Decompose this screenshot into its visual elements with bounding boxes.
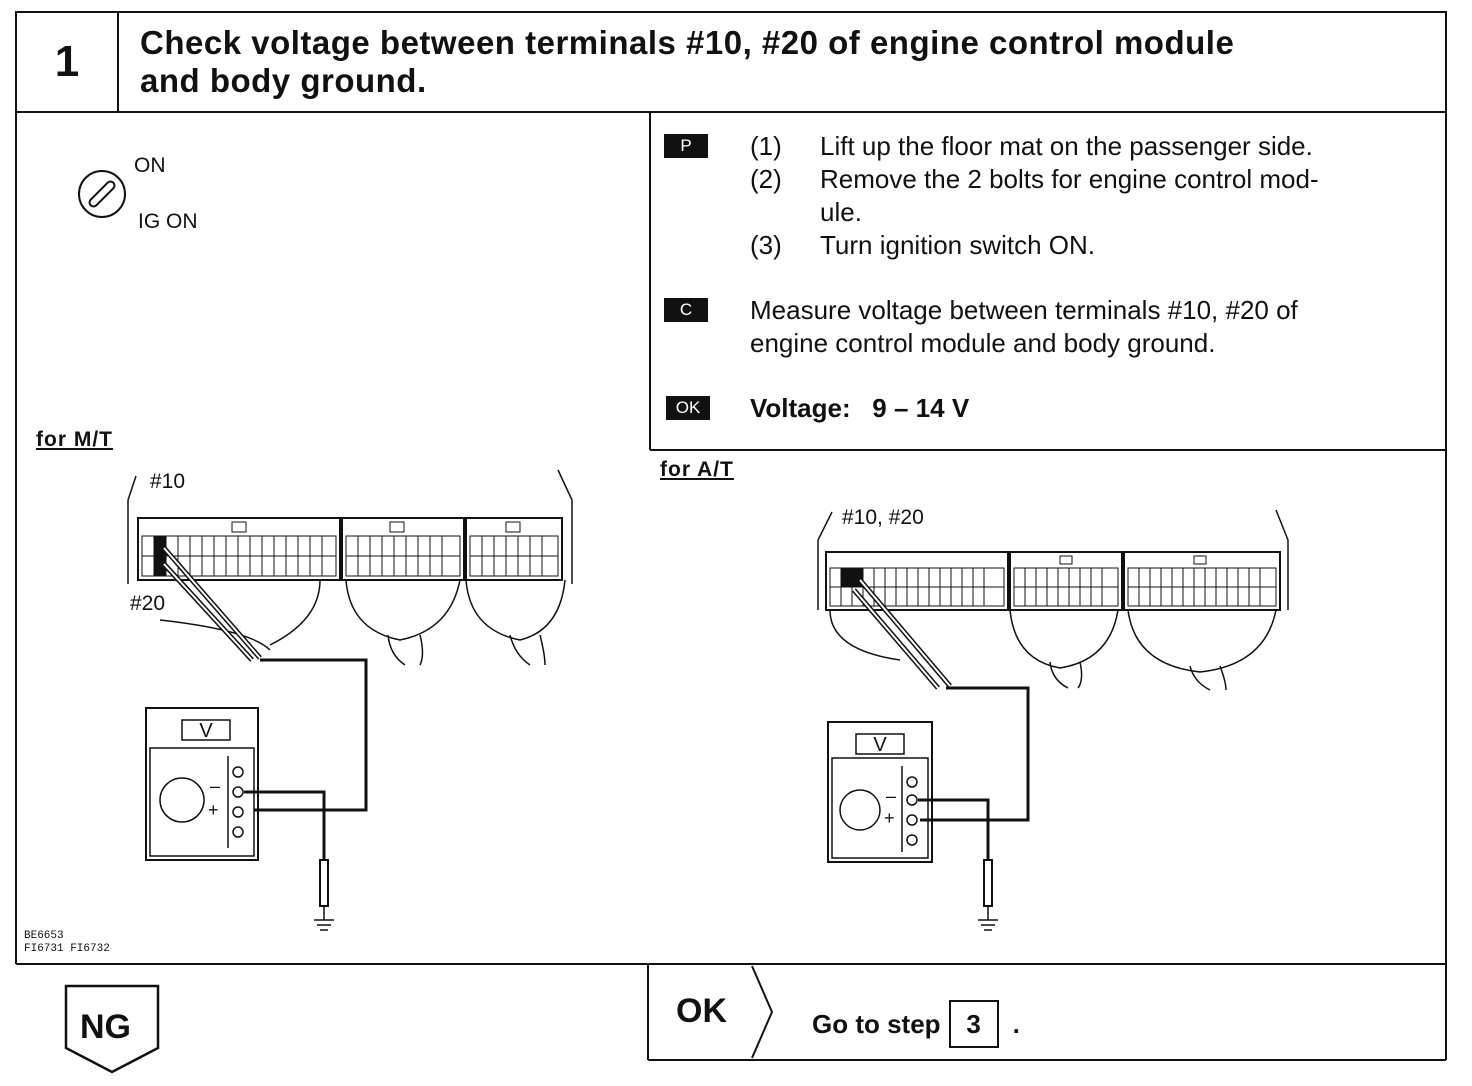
- prep-step-2: (2) Remove the 2 bolts for engine control…: [750, 163, 1319, 196]
- step-number: 1: [54, 37, 80, 86]
- ok-result-label: OK: [676, 992, 727, 1030]
- step-title: Check voltage between terminals #10, #20…: [140, 24, 1430, 100]
- prep-step-3: (3) Turn ignition switch ON.: [750, 229, 1095, 262]
- figure-code-2: FI6731 FI6732: [24, 943, 110, 955]
- check-text-line-1: Measure voltage between terminals #10, #…: [750, 295, 1298, 325]
- prep-step-3-num: (3): [750, 230, 782, 260]
- ok-spec: Voltage: 9 – 14 V: [750, 393, 970, 423]
- mt-terminal-10: #10: [150, 470, 186, 493]
- prep-step-2-cont: ule.: [820, 197, 862, 227]
- mt-connector-diagram: [127, 469, 573, 931]
- ok-result-action: Go to step 3 .: [812, 1000, 1020, 1048]
- check-text-line-2: engine control module and body ground.: [750, 328, 1216, 358]
- step-ref-box[interactable]: 3: [948, 1000, 999, 1048]
- at-meter-minus: –: [886, 786, 897, 806]
- ignition-key-icon: [78, 170, 126, 218]
- prep-step-1: (1) Lift up the floor mat on the passenge…: [750, 130, 1313, 163]
- prep-step-2-text: Remove the 2 bolts for engine control mo…: [820, 164, 1319, 194]
- at-terminals: #10, #20: [842, 506, 924, 529]
- ignition-ig-on-label: IG ON: [138, 210, 198, 233]
- ng-result-label: NG: [80, 1008, 131, 1046]
- mt-label: for M/T: [36, 428, 113, 451]
- figure-codes: BE6653 FI6731 FI6732: [24, 930, 110, 956]
- prep-tag: P: [664, 134, 708, 158]
- mt-meter-label: V: [199, 720, 213, 742]
- at-label: for A/T: [660, 458, 734, 481]
- ignition-on-label: ON: [134, 154, 166, 177]
- mt-meter-minus: –: [210, 776, 221, 796]
- mt-terminal-20: #20: [130, 592, 166, 615]
- check-tag: C: [664, 298, 708, 322]
- at-meter-plus: +: [884, 808, 895, 828]
- prep-step-1-num: (1): [750, 131, 782, 161]
- mt-meter-plus: +: [208, 800, 219, 820]
- step-title-line-1: Check voltage between terminals #10, #20…: [140, 24, 1235, 61]
- figure-code-1: BE6653: [24, 930, 64, 942]
- ok-tag: OK: [666, 396, 710, 420]
- prep-step-3-text: Turn ignition switch ON.: [820, 230, 1096, 260]
- prep-step-2-num: (2): [750, 164, 782, 194]
- at-meter-label: V: [873, 734, 887, 756]
- go-to-step-suffix: .: [1012, 1008, 1020, 1039]
- go-to-step-text: Go to step: [812, 1008, 941, 1039]
- at-connector-diagram: [817, 509, 1289, 931]
- prep-step-1-text: Lift up the floor mat on the passenger s…: [820, 131, 1313, 161]
- step-title-line-2: and body ground.: [140, 62, 427, 99]
